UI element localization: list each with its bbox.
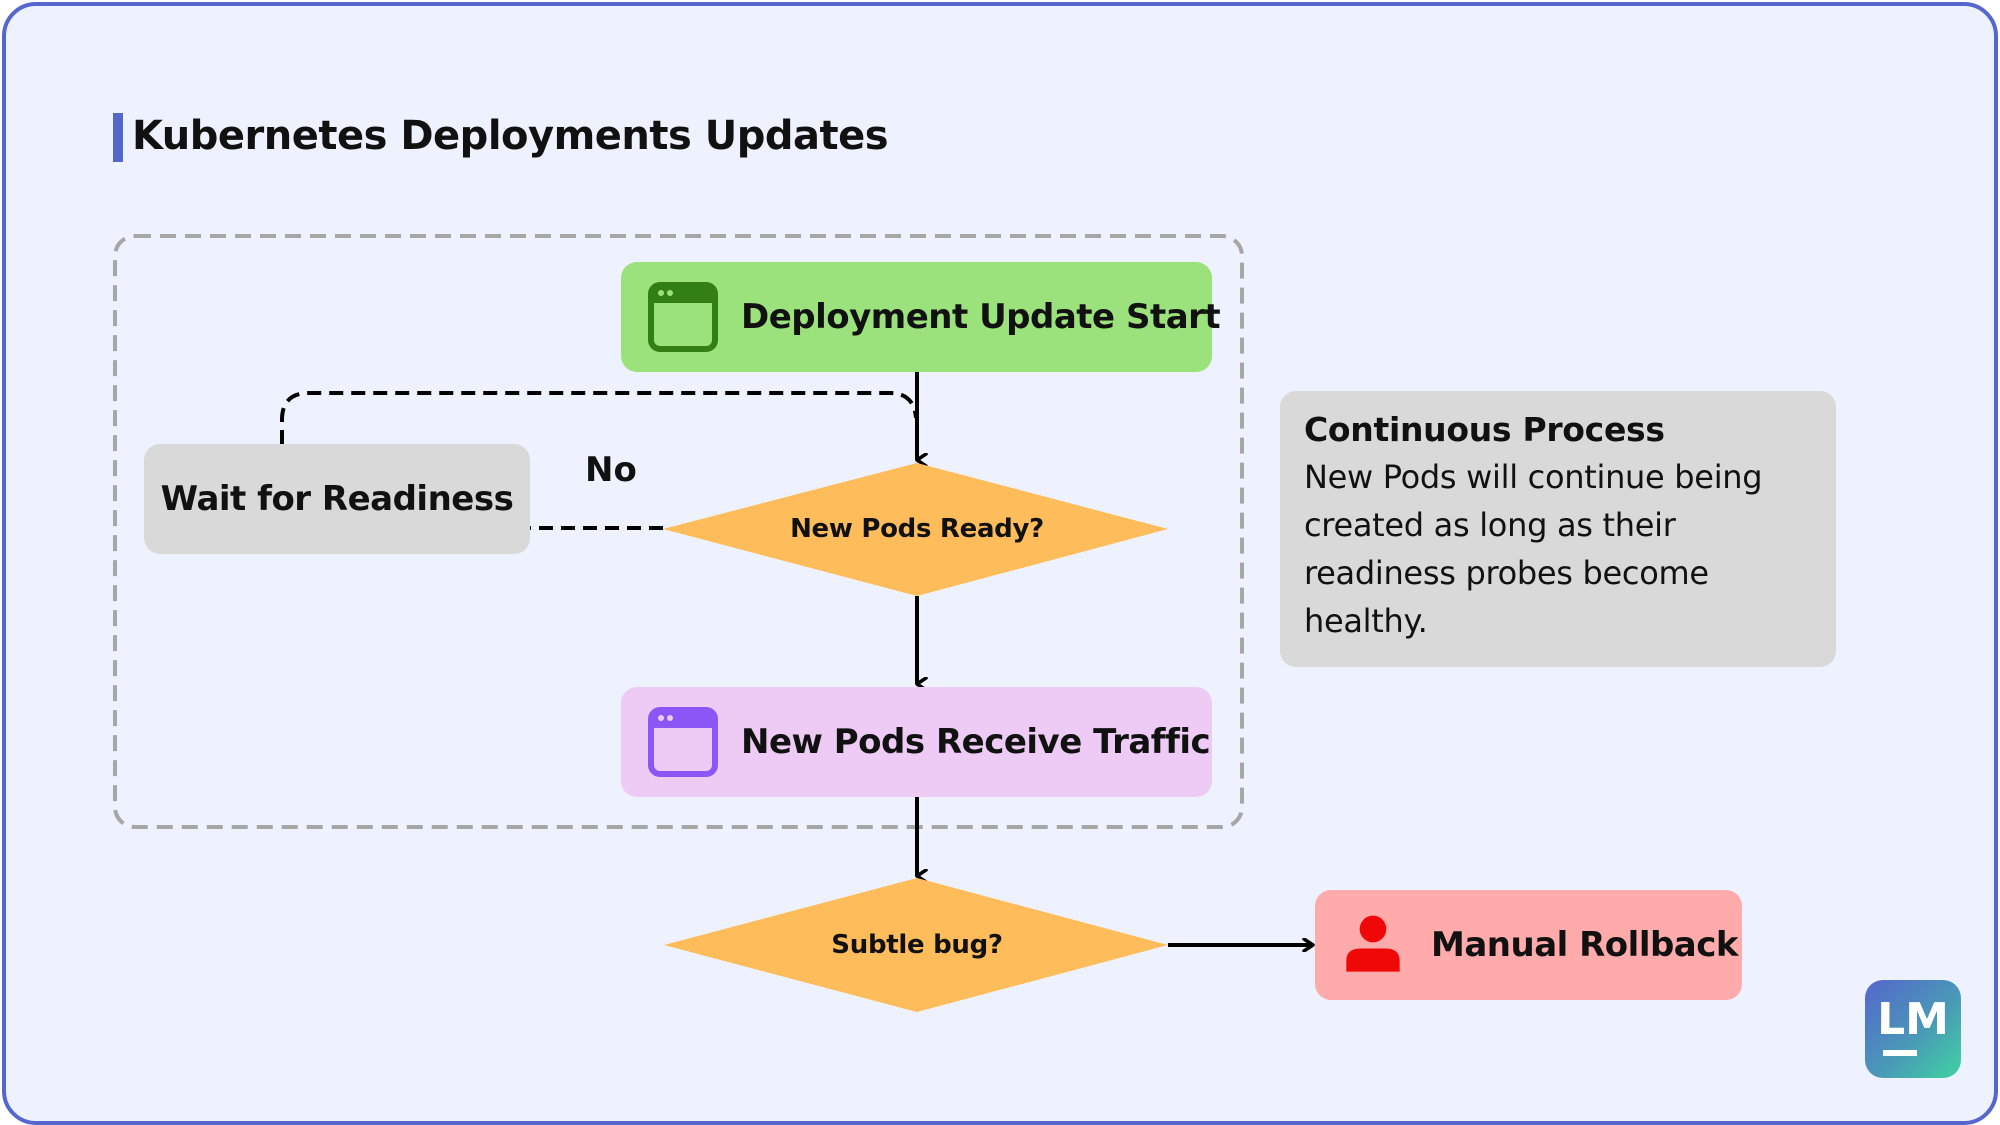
decision-new-pods-ready	[663, 463, 1168, 596]
browser-window-icon	[648, 707, 718, 777]
node-label: Manual Rollback	[1431, 925, 1739, 965]
note-title: Continuous Process	[1304, 410, 1665, 449]
note-continuous-process: Continuous Process New Pods will continu…	[1280, 391, 1836, 667]
person-icon	[1346, 915, 1400, 972]
edge-wait-to-ready	[280, 391, 918, 444]
node-label: Wait for Readiness	[160, 479, 514, 519]
logo-underline	[1883, 1050, 1917, 1056]
decision-label-subtle-bug: Subtle bug?	[831, 930, 1003, 960]
node-label: Deployment Update Start	[741, 297, 1221, 337]
node-manual-rollback: Manual Rollback	[1315, 890, 1742, 1000]
title-accent-bar	[113, 113, 123, 162]
lm-logo: LM	[1865, 980, 1961, 1078]
diagram-title: Kubernetes Deployments Updates	[132, 113, 889, 159]
decision-subtle-bug	[664, 878, 1168, 1012]
decision-label-new-pods-ready: New Pods Ready?	[790, 514, 1044, 544]
logo-text: LM	[1877, 994, 1949, 1045]
node-new-pods-receive-traffic: New Pods Receive Traffic	[621, 687, 1212, 797]
node-label: New Pods Receive Traffic	[741, 722, 1211, 762]
node-deployment-update-start: Deployment Update Start	[621, 262, 1221, 372]
note-body: New Pods will continue being created as …	[1304, 458, 1763, 640]
edge-label-no: No	[585, 450, 637, 490]
browser-window-icon	[648, 282, 718, 352]
node-wait-for-readiness: Wait for Readiness	[144, 444, 530, 554]
